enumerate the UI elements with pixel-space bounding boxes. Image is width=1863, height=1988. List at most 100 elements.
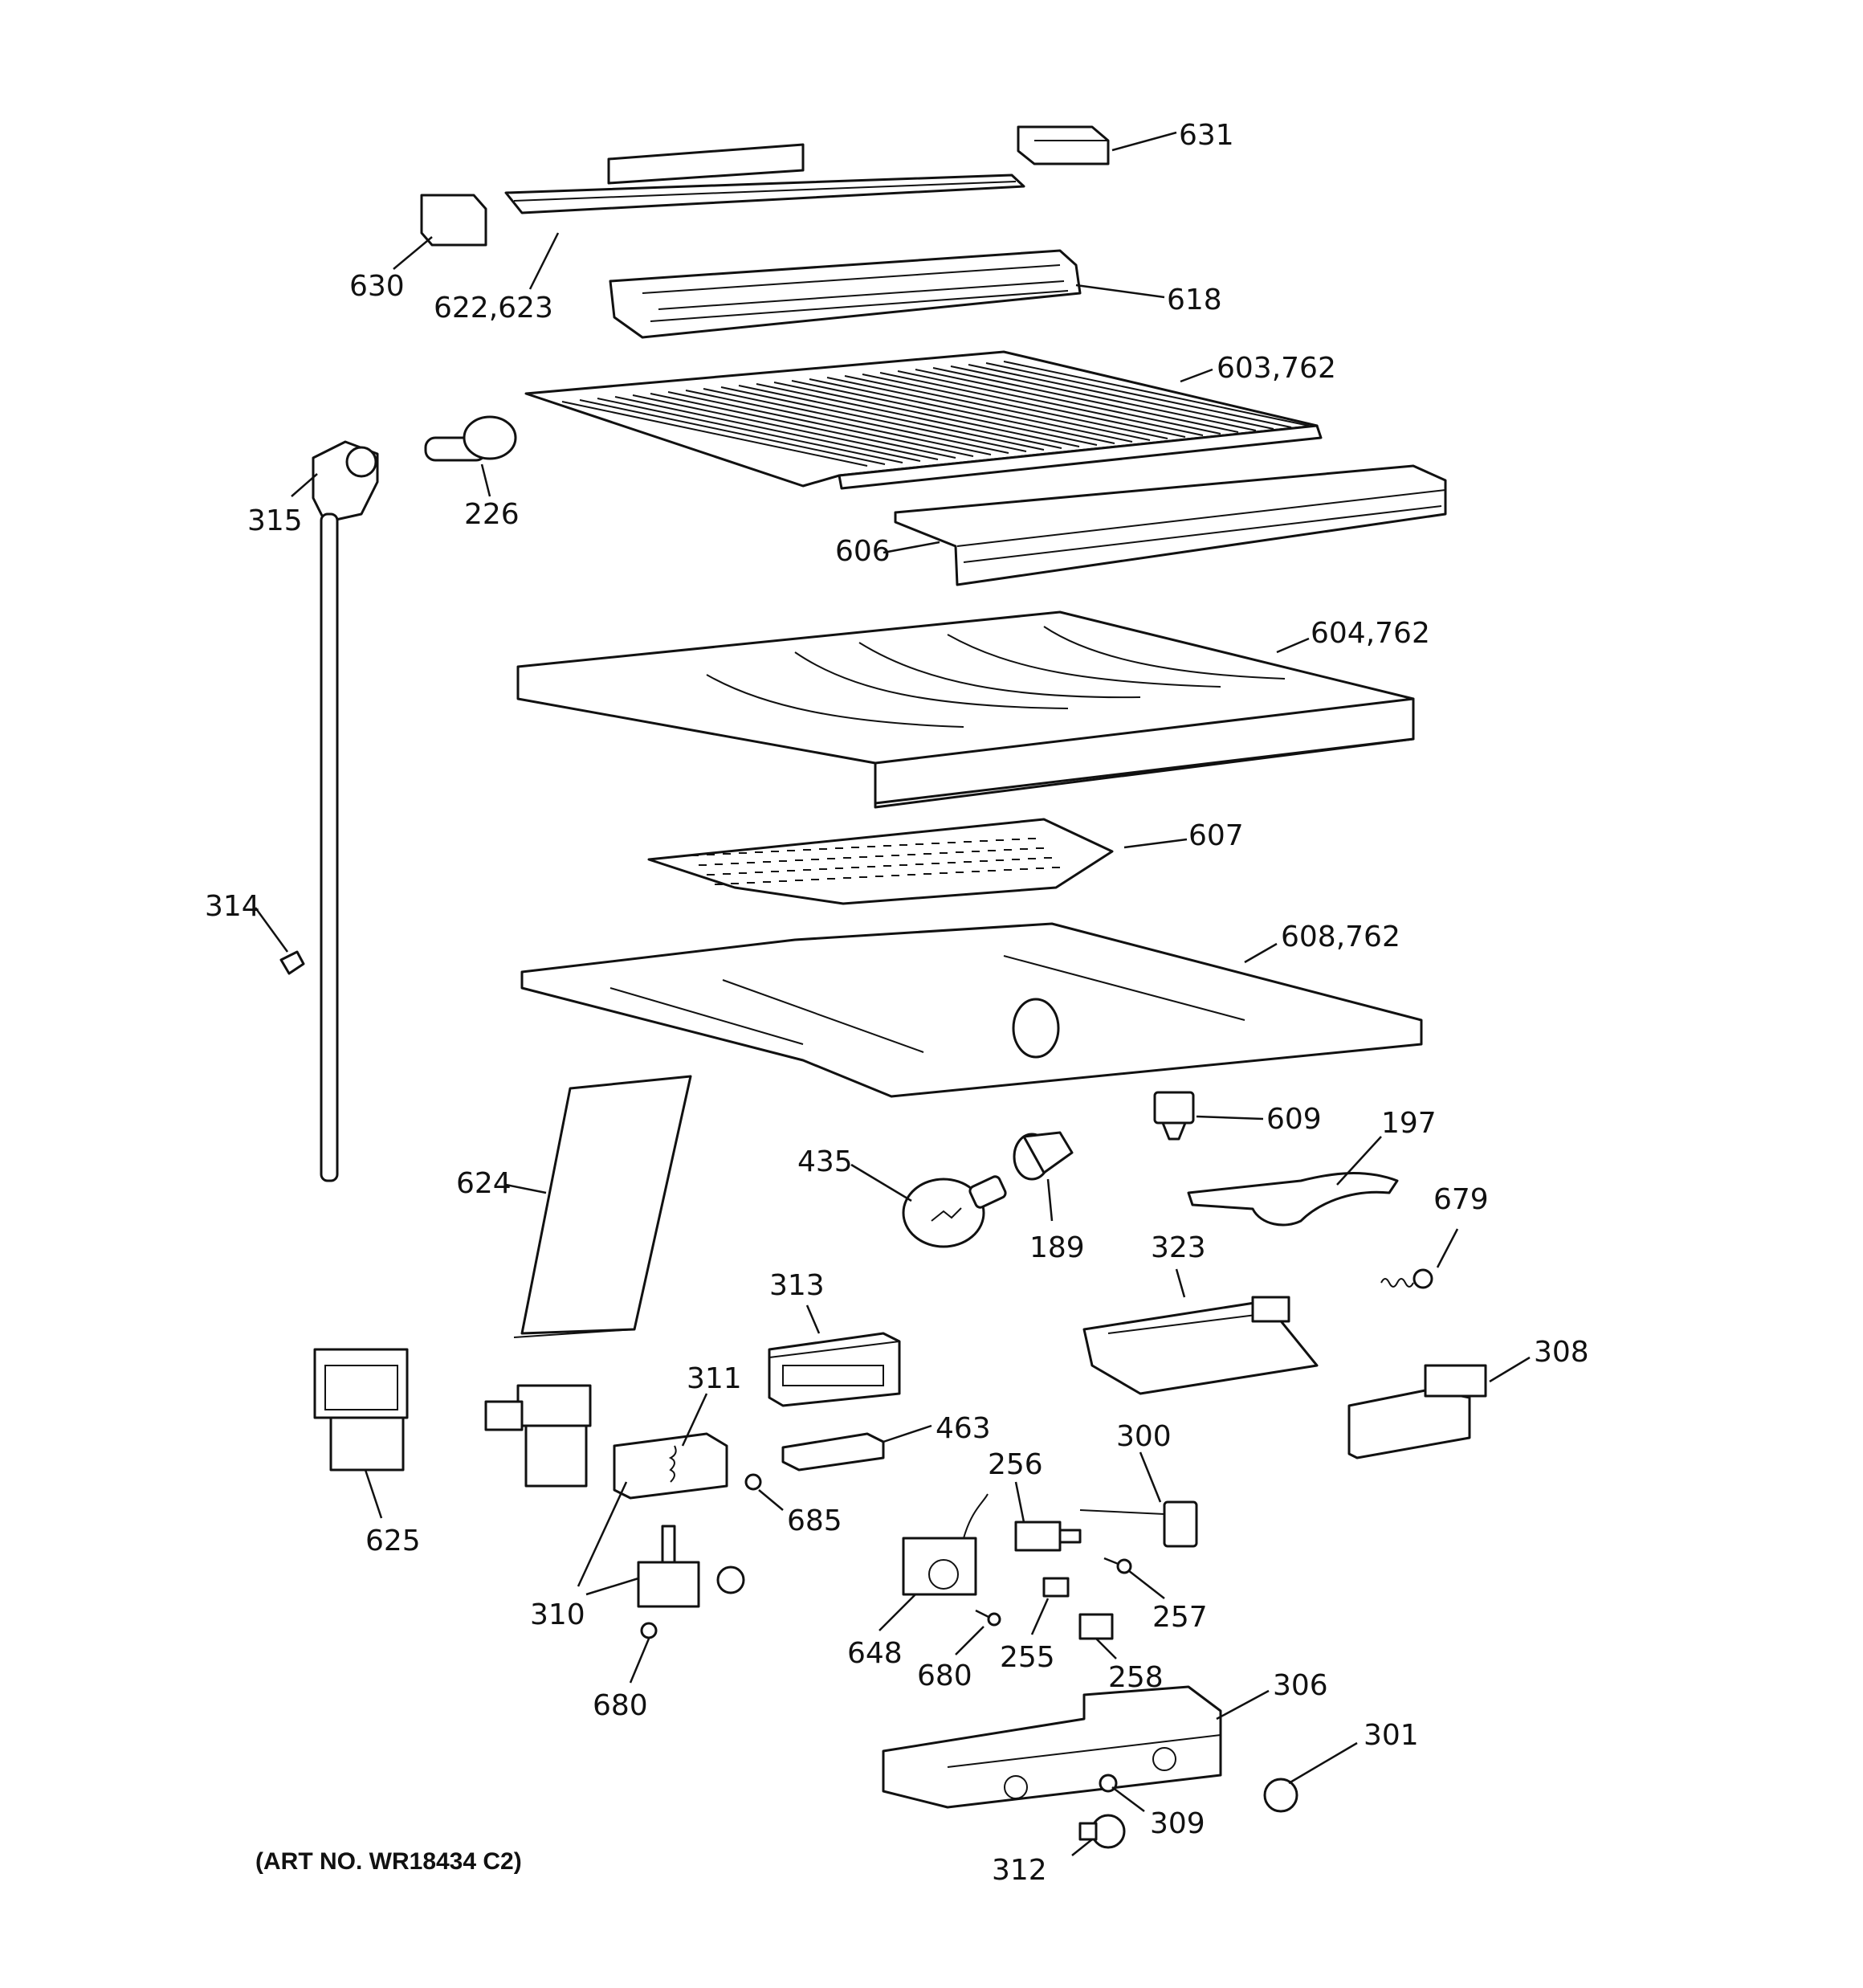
part-315 bbox=[312, 440, 379, 524]
label-226: 226 bbox=[464, 498, 520, 531]
shelf-rib bbox=[985, 362, 1292, 428]
label-618: 618 bbox=[1167, 284, 1222, 316]
shelf-rib bbox=[703, 388, 1009, 454]
shelf-rib bbox=[791, 380, 1098, 446]
label-301: 301 bbox=[1364, 1719, 1419, 1752]
shelf-rib bbox=[561, 401, 868, 467]
shelf-rib bbox=[915, 369, 1221, 435]
label-609: 609 bbox=[1266, 1103, 1322, 1136]
part-300 bbox=[1079, 1500, 1198, 1548]
label-603-762: 603,762 bbox=[1217, 352, 1336, 385]
shelf-rib bbox=[826, 377, 1133, 443]
label-306: 306 bbox=[1273, 1669, 1328, 1702]
part-631 bbox=[1017, 125, 1110, 165]
shelf-rib bbox=[632, 394, 939, 460]
part-258 bbox=[1078, 1613, 1114, 1640]
label-631: 631 bbox=[1179, 119, 1234, 152]
part-630 bbox=[420, 194, 487, 247]
part-435-bulb bbox=[902, 1175, 1007, 1248]
shelf-rib bbox=[879, 372, 1186, 438]
label-630: 630 bbox=[349, 270, 405, 303]
label-608-762: 608,762 bbox=[1281, 921, 1400, 953]
label-314: 314 bbox=[205, 890, 260, 923]
part-625 bbox=[313, 1348, 409, 1472]
shelf-rib bbox=[1003, 361, 1310, 427]
shelf-rib bbox=[685, 390, 992, 455]
part-311 bbox=[613, 1432, 728, 1500]
part-labels: 631 630 622,623 618 603,762 315 226 606 … bbox=[205, 119, 1589, 1887]
part-312 bbox=[1078, 1814, 1126, 1849]
part-608-762 bbox=[520, 922, 1423, 1098]
label-679: 679 bbox=[1433, 1183, 1489, 1216]
shelf-rib bbox=[932, 367, 1239, 433]
label-607: 607 bbox=[1188, 819, 1244, 852]
shelf-rib bbox=[950, 365, 1257, 431]
part-255 bbox=[1042, 1577, 1070, 1598]
shelf-rib bbox=[667, 391, 974, 457]
label-258: 258 bbox=[1108, 1661, 1164, 1694]
shelf-rib bbox=[773, 382, 1080, 447]
label-256: 256 bbox=[988, 1448, 1043, 1481]
part-257 bbox=[1103, 1557, 1132, 1574]
part-301 bbox=[1263, 1778, 1298, 1813]
art-number: (ART NO. WR18434 C2) bbox=[255, 1848, 522, 1875]
label-312: 312 bbox=[992, 1854, 1047, 1887]
shelf-rib bbox=[968, 364, 1274, 430]
part-463 bbox=[781, 1432, 885, 1472]
part-606 bbox=[894, 464, 1447, 586]
label-685: 685 bbox=[787, 1504, 842, 1537]
label-680-a: 680 bbox=[593, 1689, 648, 1722]
label-648: 648 bbox=[847, 1637, 903, 1670]
shelf-rib bbox=[862, 374, 1168, 439]
part-197 bbox=[1187, 1172, 1399, 1227]
part-648 bbox=[902, 1493, 989, 1596]
part-603-762 bbox=[524, 350, 1323, 490]
label-257: 257 bbox=[1152, 1601, 1208, 1634]
label-313: 313 bbox=[769, 1269, 825, 1302]
label-300: 300 bbox=[1116, 1420, 1172, 1453]
shelf-rib bbox=[579, 399, 886, 465]
part-618 bbox=[609, 249, 1082, 339]
part-313 bbox=[768, 1332, 901, 1407]
label-624: 624 bbox=[456, 1167, 512, 1200]
label-604-762: 604,762 bbox=[1311, 617, 1430, 650]
part-607 bbox=[647, 818, 1114, 905]
label-308: 308 bbox=[1534, 1336, 1589, 1369]
shelf-rib bbox=[738, 385, 1045, 451]
shelf-rib bbox=[614, 396, 921, 462]
part-685 bbox=[744, 1473, 762, 1491]
part-622-623 bbox=[504, 143, 1025, 214]
leader-lines bbox=[254, 131, 1531, 1856]
label-463: 463 bbox=[936, 1412, 991, 1445]
part-609 bbox=[1153, 1091, 1195, 1141]
label-197: 197 bbox=[1381, 1107, 1437, 1140]
label-435: 435 bbox=[797, 1145, 853, 1178]
part-226 bbox=[424, 415, 517, 462]
label-606: 606 bbox=[835, 535, 891, 568]
shelf-rib bbox=[844, 375, 1151, 441]
part-680-a bbox=[640, 1622, 658, 1639]
label-625: 625 bbox=[365, 1525, 421, 1557]
label-255: 255 bbox=[1000, 1641, 1055, 1674]
part-624 bbox=[484, 1075, 692, 1488]
label-309: 309 bbox=[1150, 1807, 1205, 1840]
shelf-rib bbox=[720, 386, 1027, 452]
part-680-b bbox=[975, 1609, 1001, 1627]
label-311: 311 bbox=[687, 1362, 742, 1395]
part-306 bbox=[882, 1685, 1222, 1809]
part-323 bbox=[1082, 1296, 1319, 1395]
label-680-b: 680 bbox=[917, 1659, 972, 1692]
label-315: 315 bbox=[247, 504, 303, 537]
part-308 bbox=[1347, 1364, 1487, 1459]
shelf-rib bbox=[897, 370, 1204, 436]
label-310: 310 bbox=[530, 1598, 585, 1631]
shelf-rib bbox=[597, 398, 903, 463]
part-310 bbox=[637, 1525, 745, 1608]
shelf-rib bbox=[650, 393, 956, 459]
label-189: 189 bbox=[1029, 1231, 1085, 1264]
shelf-rib bbox=[756, 383, 1062, 449]
part-314-column bbox=[279, 512, 339, 1182]
part-256 bbox=[1014, 1521, 1082, 1552]
